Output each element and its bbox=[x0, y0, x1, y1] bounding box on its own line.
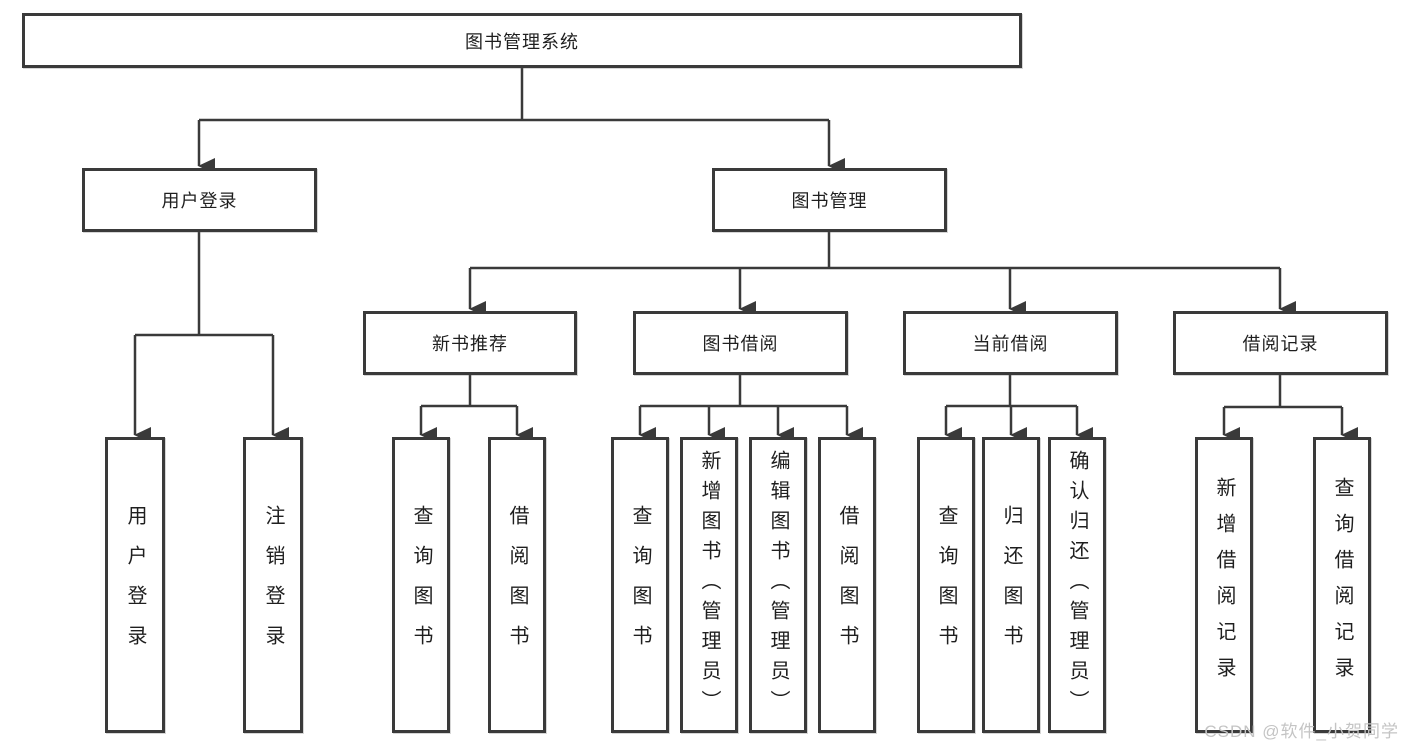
leaf-label: 查询图书 bbox=[629, 505, 651, 665]
leaf-logout-login: 注销登录 bbox=[243, 437, 303, 733]
leaf-user-login: 用户登录 bbox=[105, 437, 165, 733]
leaf-label: 确认归还（管理员） bbox=[1066, 450, 1088, 720]
leaf-label: 查询图书 bbox=[410, 505, 432, 665]
leaf-label: 归还图书 bbox=[1000, 505, 1022, 665]
leaf-label: 用户登录 bbox=[124, 505, 146, 665]
leaf-label: 借阅图书 bbox=[506, 505, 528, 665]
node-new-book-recommend: 新书推荐 bbox=[363, 311, 577, 375]
leaf-add-borrow-record: 新增借阅记录 bbox=[1195, 437, 1253, 733]
leaf-borrow-books-recommend: 借阅图书 bbox=[488, 437, 546, 733]
node-current-borrow: 当前借阅 bbox=[903, 311, 1118, 375]
node-root-system: 图书管理系统 bbox=[22, 13, 1022, 68]
leaf-label: 借阅图书 bbox=[836, 505, 858, 665]
leaf-confirm-return-admin: 确认归还（管理员） bbox=[1048, 437, 1106, 733]
leaf-label: 注销登录 bbox=[262, 505, 284, 665]
leaf-query-books-current: 查询图书 bbox=[917, 437, 975, 733]
leaf-label: 新增借阅记录 bbox=[1213, 477, 1235, 693]
leaf-edit-book-admin: 编辑图书（管理员） bbox=[749, 437, 807, 733]
leaf-query-books-borrow: 查询图书 bbox=[611, 437, 669, 733]
leaf-borrow-books: 借阅图书 bbox=[818, 437, 876, 733]
leaf-add-book-admin: 新增图书（管理员） bbox=[680, 437, 738, 733]
leaf-label: 查询借阅记录 bbox=[1331, 477, 1353, 693]
leaf-return-book: 归还图书 bbox=[982, 437, 1040, 733]
node-user-login: 用户登录 bbox=[82, 168, 317, 232]
leaf-query-borrow-record: 查询借阅记录 bbox=[1313, 437, 1371, 733]
node-book-borrow: 图书借阅 bbox=[633, 311, 848, 375]
node-book-management: 图书管理 bbox=[712, 168, 947, 232]
leaf-label: 新增图书（管理员） bbox=[698, 450, 720, 720]
node-borrow-records: 借阅记录 bbox=[1173, 311, 1388, 375]
leaf-label: 查询图书 bbox=[935, 505, 957, 665]
leaf-label: 编辑图书（管理员） bbox=[767, 450, 789, 720]
leaf-query-books-recommend: 查询图书 bbox=[392, 437, 450, 733]
